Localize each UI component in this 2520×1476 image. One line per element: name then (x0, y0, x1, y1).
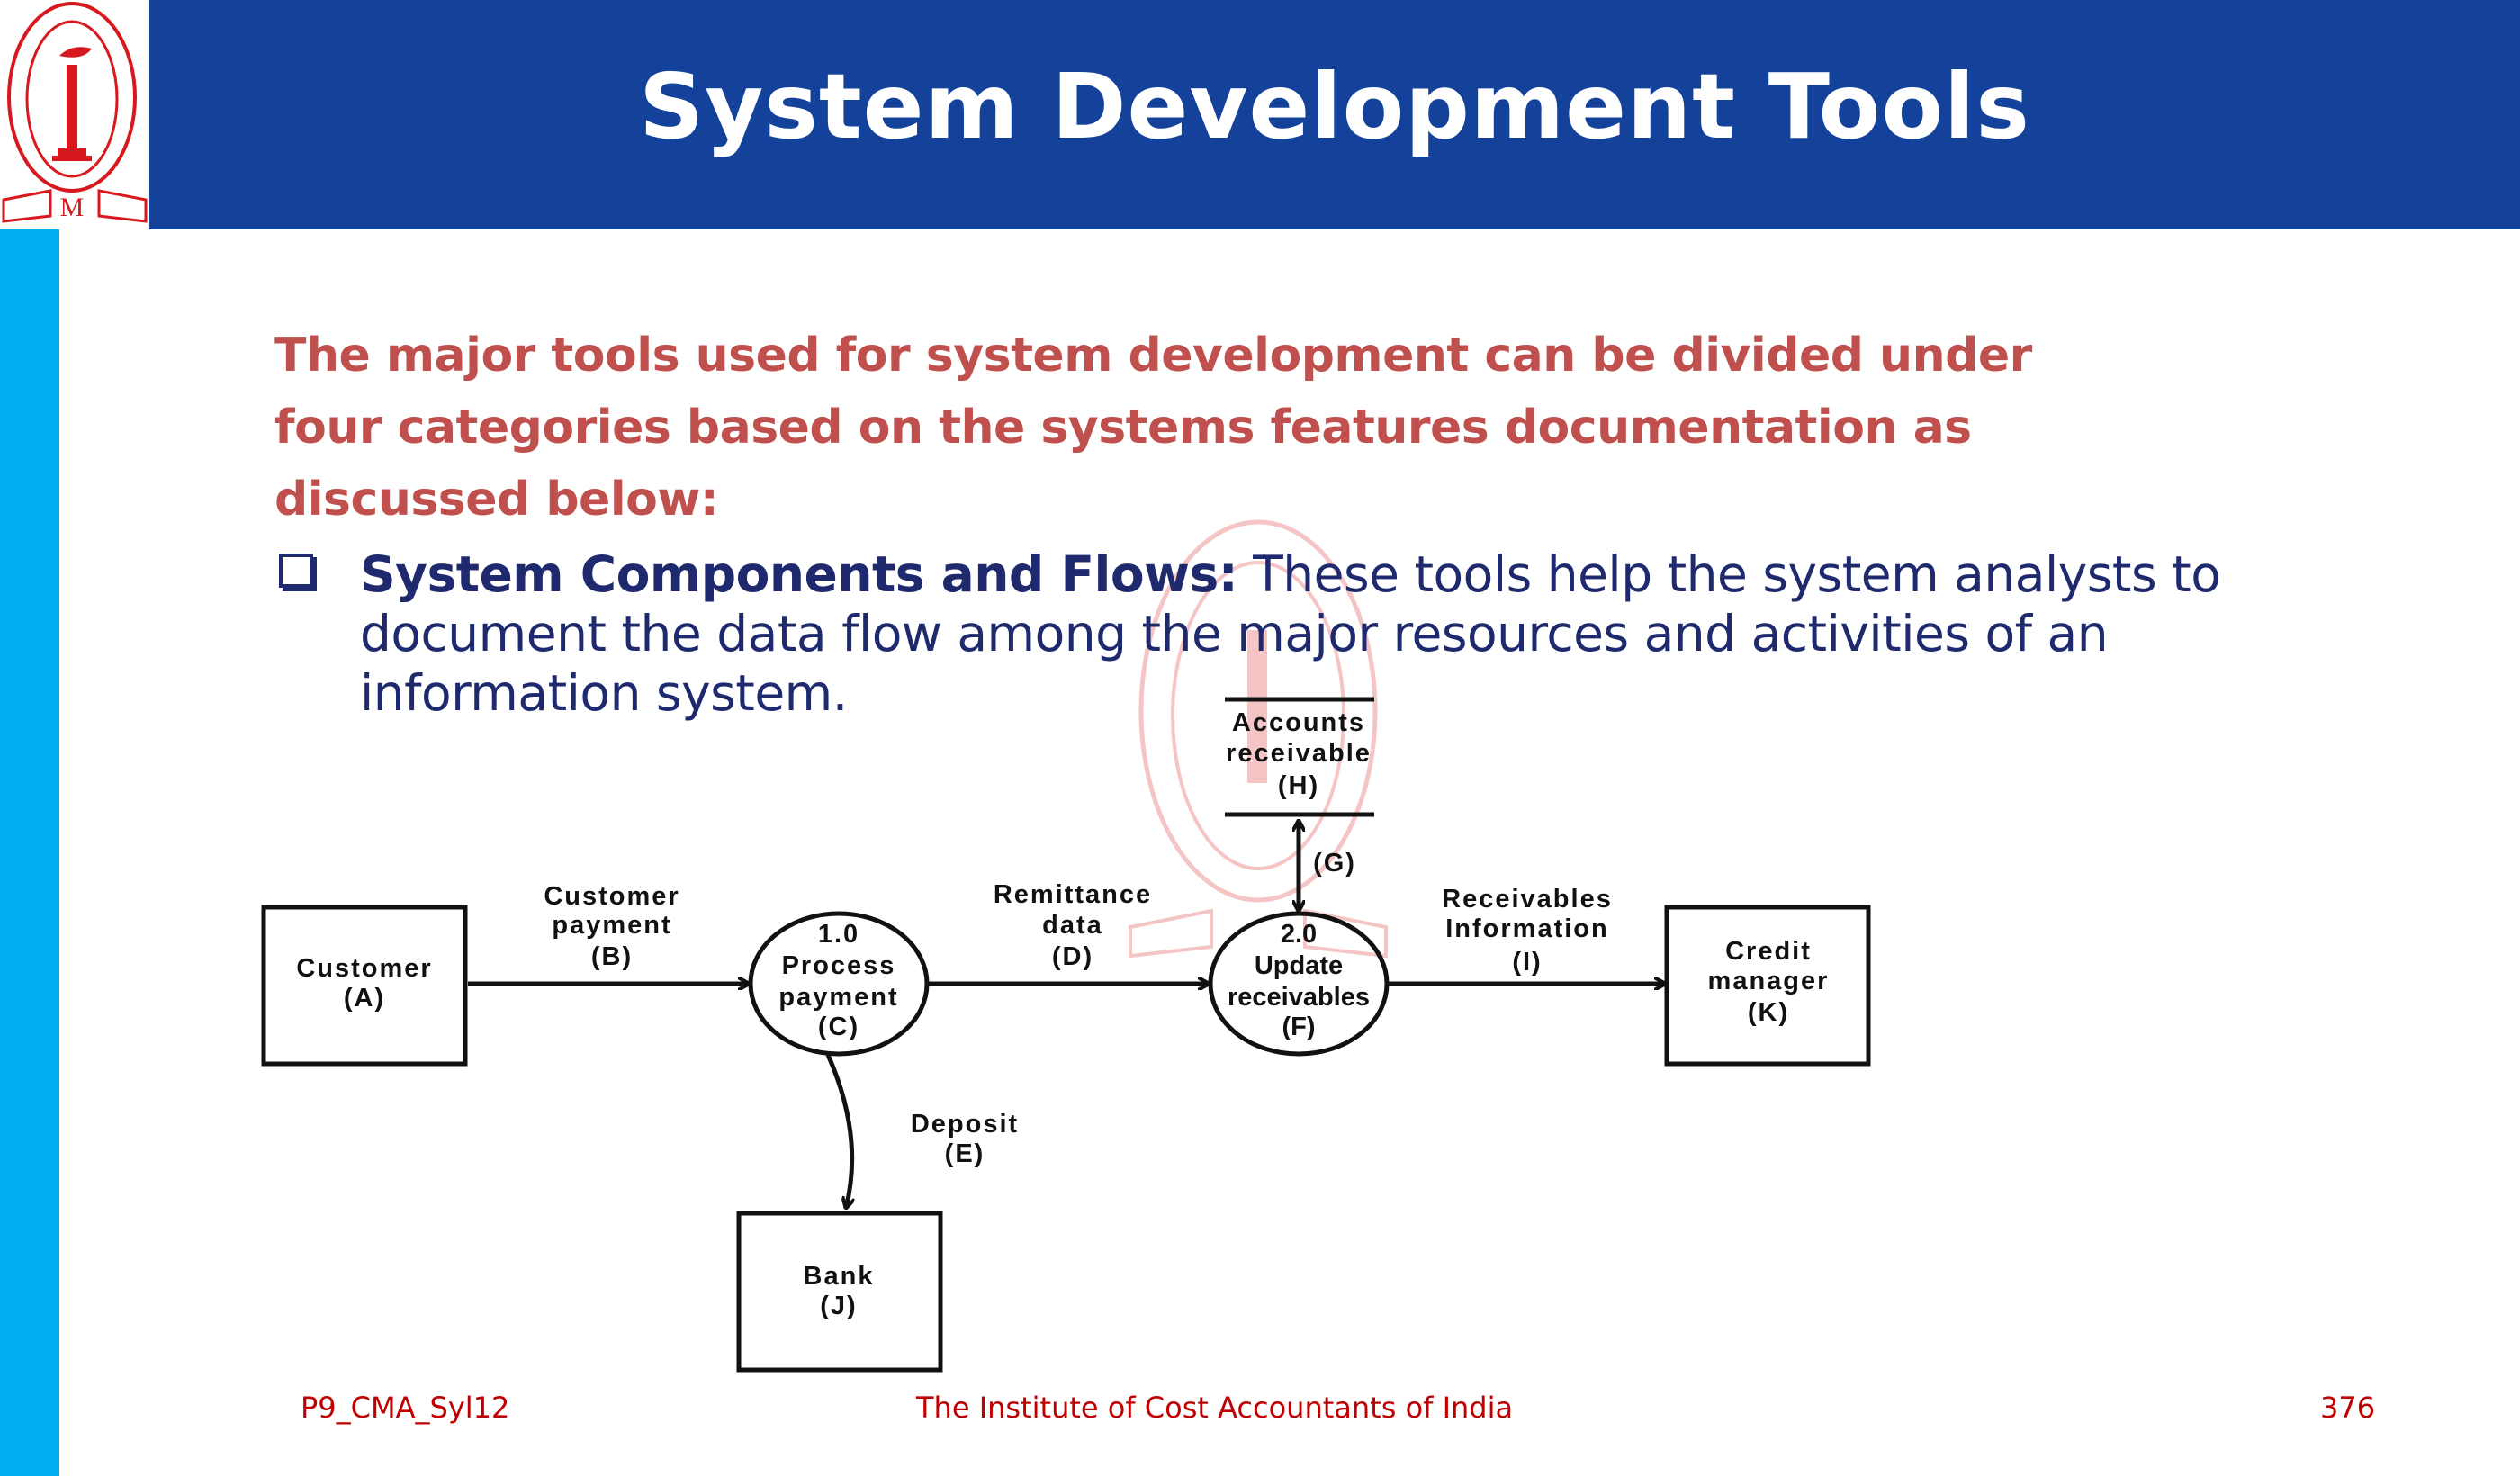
process-label: Process (782, 951, 896, 980)
process-label: 1.0 (818, 920, 860, 949)
institute-logo: M (0, 0, 149, 230)
process-label: payment (778, 983, 898, 1012)
flow-label: (I) (1512, 948, 1542, 976)
datastore-label: receivable (1226, 739, 1372, 768)
process-payment-process (748, 911, 930, 1057)
datastore-label: (H) (1278, 771, 1319, 800)
process-label: Update (1255, 951, 1343, 980)
flow-deposit (825, 1053, 852, 1208)
process-label: (C) (818, 1012, 860, 1041)
footer-institute: The Institute of Cost Accountants of Ind… (916, 1390, 1514, 1425)
bank-entity (736, 1210, 943, 1372)
flow-label: Remittance (994, 880, 1152, 909)
flow-label: Deposit (911, 1110, 1019, 1138)
flow-label: Receivables (1442, 885, 1613, 914)
bank-label: Bank (804, 1262, 875, 1291)
customer-id: (A) (344, 984, 385, 1012)
credit-manager-label: Credit (1725, 937, 1812, 966)
credit-manager-label: manager (1708, 967, 1830, 995)
flow-label: payment (552, 911, 671, 940)
flow-label: (E) (945, 1139, 986, 1168)
update-receivables-process (1208, 911, 1390, 1057)
header-bar (0, 0, 2520, 230)
flow-label: Information (1445, 914, 1609, 943)
bullet-heading: System Components and Flows: (360, 545, 1238, 603)
credit-manager-label: (K) (1748, 998, 1789, 1027)
flow-label: data (1042, 911, 1103, 940)
intro-paragraph: The major tools used for system developm… (274, 328, 2032, 526)
flow-label: (D) (1052, 942, 1094, 971)
customer-label: Customer (296, 954, 432, 983)
customer-entity (261, 904, 468, 1066)
process-label: (F) (1282, 1012, 1315, 1041)
bullet-text: These tools help the system analysts to … (360, 545, 2221, 722)
flow-label: (B) (591, 942, 633, 971)
svg-text:M: M (60, 193, 85, 222)
credit-manager-entity (1664, 904, 1871, 1066)
page-title: System Development Tools (639, 54, 2030, 159)
checkbox-bullet-icon (279, 554, 313, 588)
sidebar-accent (0, 230, 59, 1476)
footer-course-code: P9_CMA_Syl12 (301, 1390, 510, 1425)
bank-label: (J) (820, 1292, 857, 1320)
process-label: receivables (1228, 983, 1370, 1012)
flow-label: Customer (544, 882, 680, 911)
flow-label: (G) (1313, 849, 1356, 878)
footer-page-number: 376 (2320, 1390, 2376, 1425)
bullet-item: System Components and Flows: These tools… (279, 544, 2349, 723)
datastore-label: Accounts (1232, 708, 1365, 737)
process-label: 2.0 (1281, 920, 1317, 949)
